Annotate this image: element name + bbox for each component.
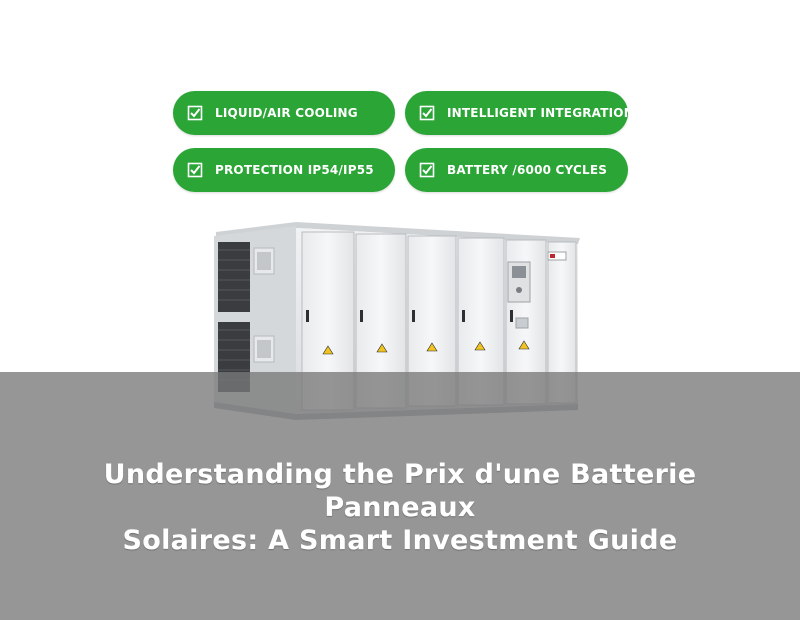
feature-badge-protection: PROTECTION IP54/IP55 bbox=[173, 148, 395, 192]
feature-label: BATTERY /6000 CYCLES bbox=[447, 163, 608, 177]
feature-label: PROTECTION IP54/IP55 bbox=[215, 163, 374, 177]
feature-label: INTELLIGENT INTEGRATION bbox=[447, 106, 634, 120]
headline-line-1: Understanding the Prix d'une Batterie Pa… bbox=[103, 459, 697, 523]
checkbox-icon bbox=[419, 105, 435, 121]
article-headline: Understanding the Prix d'une Batterie Pa… bbox=[40, 458, 760, 557]
feature-badge-cycles: BATTERY /6000 CYCLES bbox=[405, 148, 628, 192]
checkbox-icon bbox=[187, 105, 203, 121]
checkbox-icon bbox=[419, 162, 435, 178]
feature-badge-integration: INTELLIGENT INTEGRATION bbox=[405, 91, 634, 135]
feature-badge-cooling: LIQUID/AIR COOLING bbox=[173, 91, 395, 135]
caption-overlay bbox=[0, 372, 800, 620]
feature-label: LIQUID/AIR COOLING bbox=[215, 106, 358, 120]
checkbox-icon bbox=[187, 162, 203, 178]
headline-line-2: Solaires: A Smart Investment Guide bbox=[122, 525, 678, 556]
